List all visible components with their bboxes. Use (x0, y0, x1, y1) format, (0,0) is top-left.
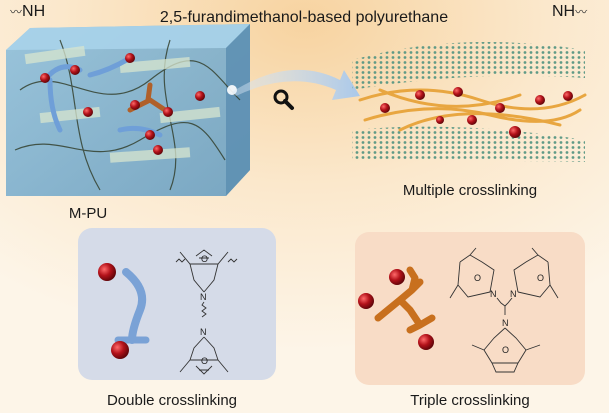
double-crosslinking-panel: O N N O (78, 228, 276, 380)
nitrogen-atom: N (490, 289, 497, 299)
m-pu-label: M-PU (69, 205, 107, 222)
curved-arrow-icon (232, 69, 360, 100)
m-pu-box (6, 24, 250, 196)
nitrogen-atom: N (200, 292, 207, 302)
triple-crosslinking-panel: O N O N N O (355, 232, 585, 385)
multiple-crosslinking-illustration (352, 42, 587, 162)
nitrogen-atom: N (502, 318, 509, 328)
tri-bicyclic-structure: O N O N N O (449, 247, 559, 373)
bicyclic-structure-top: O N (175, 249, 238, 318)
multiple-crosslinking-label: Multiple crosslinking (403, 182, 537, 199)
oxygen-atom: O (201, 254, 208, 264)
bicyclic-structure-bottom: N O (179, 327, 229, 375)
nh-right-label: NH〰 (552, 3, 587, 20)
oxygen-atom: O (201, 356, 208, 366)
oxygen-atom: O (537, 273, 544, 283)
oxygen-atom: O (474, 273, 481, 283)
nh-left-label: 〰NH (10, 3, 45, 20)
magnifier-icon (273, 89, 294, 110)
nitrogen-atom: N (510, 289, 517, 299)
nitrogen-atom: N (200, 327, 207, 337)
title: 2,5-furandimethanol-based polyurethane (160, 9, 448, 26)
double-crosslinking-label: Double crosslinking (107, 392, 237, 409)
oxygen-atom: O (502, 345, 509, 355)
triple-crosslinking-label: Triple crosslinking (410, 392, 529, 409)
